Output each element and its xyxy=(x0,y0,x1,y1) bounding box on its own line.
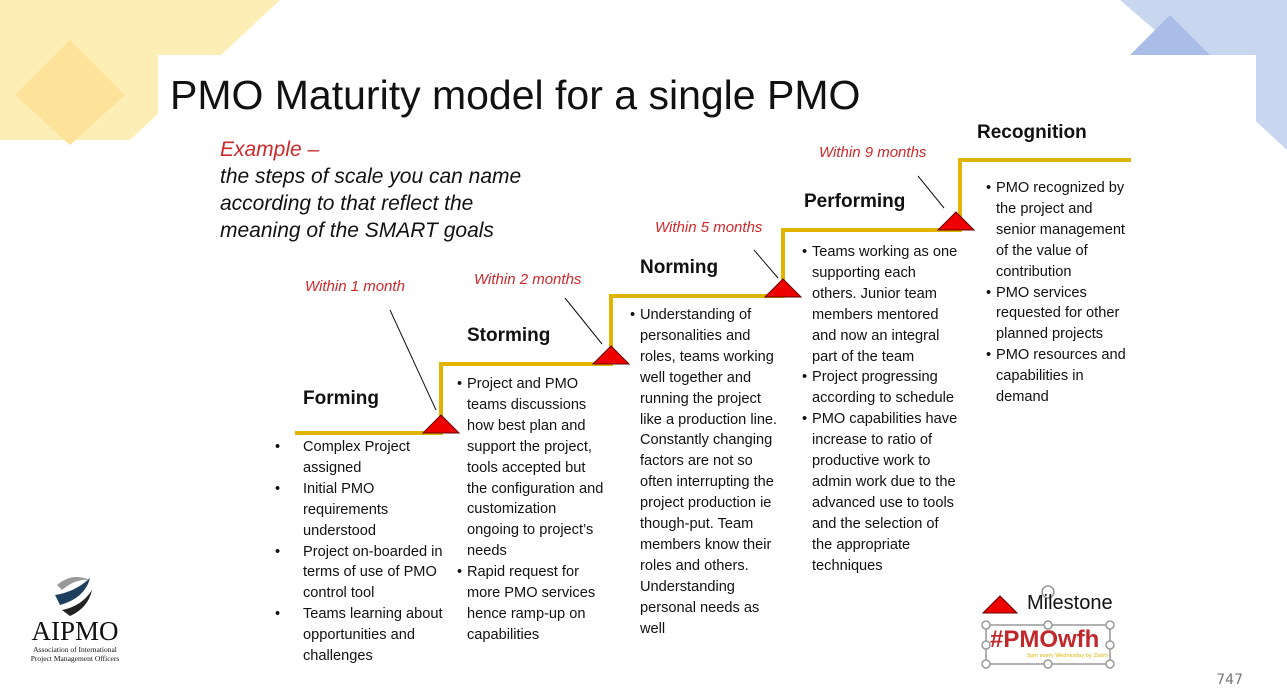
aipmo-logo-mark xyxy=(55,576,92,616)
milestone-triangle xyxy=(763,278,803,298)
recognition-bullets: PMO recognized by the project and senior… xyxy=(986,178,1134,408)
bullet-item: Initial PMO requirements understood xyxy=(275,479,455,542)
bullet-item: PMO capabilities have increase to ratio … xyxy=(802,409,960,576)
page-title: PMO Maturity model for a single PMO xyxy=(170,72,861,118)
bullet-item: Teams learning about opportunities and c… xyxy=(275,604,455,667)
norming-bullets: Understanding of personalities and roles… xyxy=(630,305,778,640)
example-prefix: Example – xyxy=(220,138,320,161)
badge-text: #PMOwfh xyxy=(990,626,1100,653)
timeframe-label: Within 1 month xyxy=(305,278,405,295)
stage-title-norming: Norming xyxy=(640,257,719,278)
stage-title-performing: Performing xyxy=(804,191,906,212)
timeframe-label: Within 5 months xyxy=(655,219,763,236)
timeframe-label: Within 2 months xyxy=(474,271,582,288)
bullet-item: Teams working as one supporting each oth… xyxy=(802,242,960,367)
example-line: according to that reflect the xyxy=(220,192,474,215)
example-line: the steps of scale you can name xyxy=(220,165,522,188)
stage-title-forming: Forming xyxy=(303,388,379,409)
performing-bullets: Teams working as one supporting each oth… xyxy=(802,242,960,577)
bullet-item: Rapid request for more PMO services henc… xyxy=(457,562,605,646)
logo-subtitle: Project Management Officers xyxy=(30,654,120,663)
milestone-legend-label: Milestone xyxy=(1027,592,1113,614)
milestone-triangle xyxy=(936,211,976,231)
badge-subtext: 3pm every Wednesday by Zoom xyxy=(1026,653,1108,659)
storming-bullets: Project and PMO teams discussions how be… xyxy=(457,374,605,646)
example-line: meaning of the SMART goals xyxy=(220,219,494,242)
forming-bullets: Complex Project assigned Initial PMO req… xyxy=(275,437,455,667)
bullet-item: Understanding of personalities and roles… xyxy=(630,305,778,640)
staircase-line xyxy=(295,158,1131,435)
aipmo-logo: AIPMO Association of International Proje… xyxy=(18,617,132,663)
bullet-item: PMO resources and capabilities in demand xyxy=(986,345,1134,408)
stage-title-storming: Storming xyxy=(467,325,551,346)
timeframe-label: Within 9 months xyxy=(819,144,927,161)
logo-subtitle: Association of International xyxy=(33,645,117,654)
bullet-item: Complex Project assigned xyxy=(275,437,455,479)
milestone-triangle xyxy=(591,345,631,365)
milestone-triangle xyxy=(421,414,461,434)
bullet-item: Project on-boarded in terms of use of PM… xyxy=(275,542,455,605)
logo-name: AIPMO xyxy=(31,616,119,646)
bullet-item: Project progressing according to schedul… xyxy=(802,367,960,409)
stage-title-recognition: Recognition xyxy=(977,122,1087,143)
pmowfh-badge: #PMOwfh 3pm every Wednesday by Zoom xyxy=(990,626,1108,660)
page-number: 747 xyxy=(1216,672,1243,688)
bullet-item: PMO recognized by the project and senior… xyxy=(986,178,1134,283)
example-note: Example – the steps of scale you can nam… xyxy=(220,136,521,244)
bullet-item: Project and PMO teams discussions how be… xyxy=(457,374,605,562)
milestone-legend-icon xyxy=(981,595,1019,614)
bullet-item: PMO services requested for other planned… xyxy=(986,283,1134,346)
